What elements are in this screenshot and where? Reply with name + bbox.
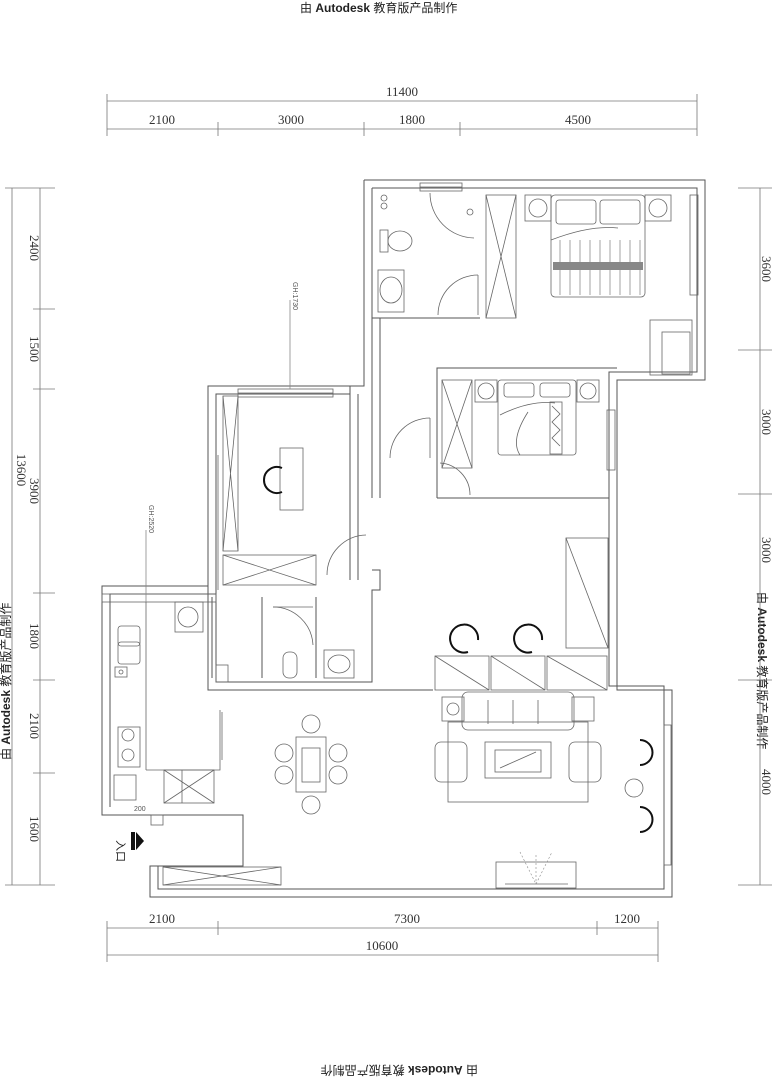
bottom-dimensions: 2100 7300 1200 10600 — [106, 911, 659, 962]
svg-text:由 Autodesk 教育版产品制作: 由 Autodesk 教育版产品制作 — [321, 1063, 478, 1078]
kitchen-fixtures — [113, 601, 223, 826]
dim-bottom-3: 1200 — [614, 911, 640, 926]
svg-text:由 Autodesk 教育版产品制作: 由 Autodesk 教育版产品制作 — [0, 603, 13, 760]
dim-right-1: 3600 — [759, 256, 774, 282]
entrance-label: 入口 — [114, 840, 127, 862]
master-bed — [524, 194, 672, 298]
kitchen-width-label: 200 — [134, 806, 146, 813]
right-dimensions: 3600 3000 3000 4000 — [738, 187, 774, 886]
dim-top-total: 11400 — [386, 84, 418, 99]
dim-right-3: 3000 — [759, 537, 774, 563]
dim-top-2: 3000 — [278, 112, 304, 127]
dim-right-4: 4000 — [759, 769, 774, 795]
dim-left-6: 1600 — [27, 816, 42, 842]
dining-table — [274, 714, 348, 815]
dim-right-2: 3000 — [759, 409, 774, 435]
entrance-marker — [131, 832, 135, 850]
dim-bottom-2: 7300 — [394, 911, 420, 926]
gh-bedroom-label: GH:1730 — [291, 282, 298, 310]
second-bed — [474, 379, 600, 456]
sofa-set — [434, 691, 602, 803]
dim-left-5: 2100 — [27, 713, 42, 739]
left-dimensions: 2400 1500 3900 1800 2100 1600 13600 — [5, 187, 55, 886]
dim-bottom-total: 10600 — [366, 938, 399, 953]
dim-left-total: 13600 — [14, 454, 29, 487]
top-dimensions: 11400 2100 3000 1800 4500 — [106, 84, 698, 136]
entrance-arrow-icon — [136, 832, 144, 850]
watermark-bottom: 由 Autodesk 教育版产品制作 — [321, 1063, 478, 1078]
annotations: GH:1730 GH:2520 200 入口 — [114, 282, 298, 862]
doors — [272, 192, 479, 646]
watermark-right: 由 Autodesk 教育版产品制作 — [755, 592, 770, 749]
bathroom-fixtures — [215, 194, 474, 683]
dim-left-4: 1800 — [27, 623, 42, 649]
dim-top-1: 2100 — [149, 112, 175, 127]
dim-left-1: 2400 — [27, 235, 42, 261]
dim-bottom-1: 2100 — [149, 911, 175, 926]
dim-top-3: 1800 — [399, 112, 425, 127]
watermark-left: 由 Autodesk 教育版产品制作 — [0, 603, 13, 760]
gh-kitchen-label: GH:2520 — [147, 505, 154, 533]
wardrobes — [162, 194, 693, 886]
dim-top-4: 4500 — [565, 112, 591, 127]
study-desk — [263, 447, 304, 511]
bar-stools — [449, 623, 544, 654]
watermark-top: 由 Autodesk 教育版产品制作 — [300, 0, 457, 15]
walls — [101, 179, 706, 898]
dim-left-3: 3900 — [27, 478, 42, 504]
svg-text:由 Autodesk 教育版产品制作: 由 Autodesk 教育版产品制作 — [755, 592, 770, 749]
tea-chairs — [624, 739, 654, 833]
dim-left-2: 1500 — [27, 336, 42, 362]
tv-cabinet — [495, 851, 577, 889]
